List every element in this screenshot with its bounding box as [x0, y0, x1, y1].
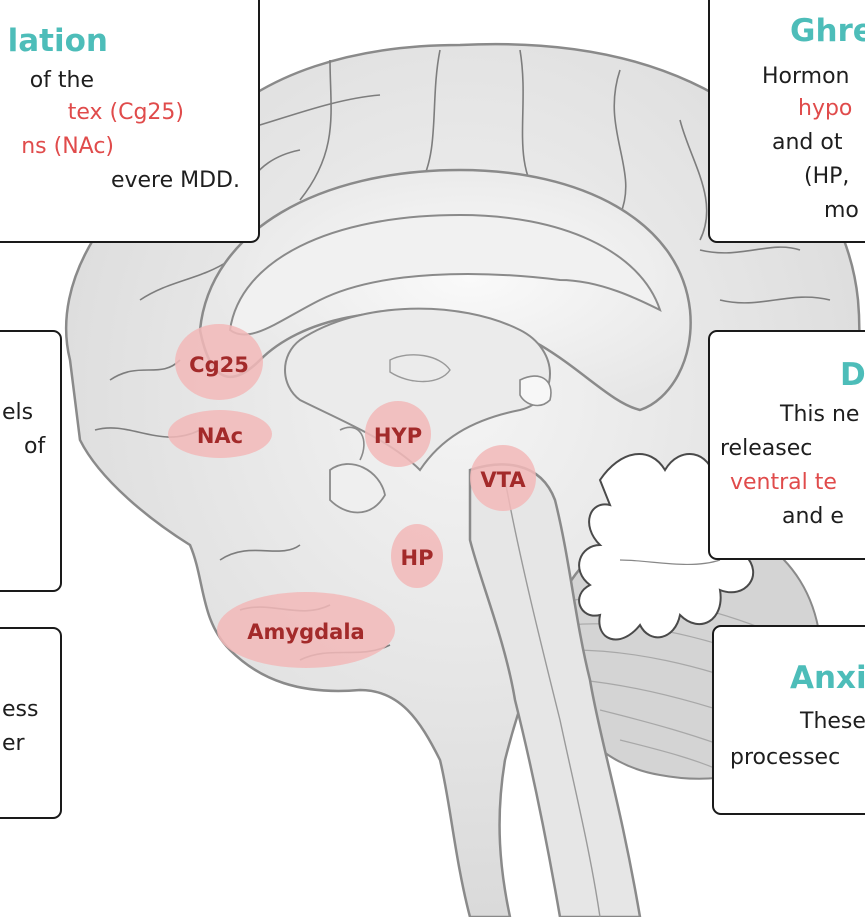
callout-top-right-line-5: mo	[824, 198, 859, 224]
callout-top-right-line-2: hypo	[798, 96, 852, 122]
region-vta: VTA	[470, 445, 536, 511]
callout-box-mid-right: D This ne releasec ventral te and e	[708, 330, 865, 560]
region-nac-label: NAc	[197, 424, 243, 448]
callout-mid-right-line-1: This ne	[780, 402, 859, 428]
region-amygdala-label: Amygdala	[247, 620, 364, 644]
callout-box-top-left: lation of the tex (Cg25) ns (NAc) evere …	[0, 0, 260, 243]
region-hp-label: HP	[401, 546, 434, 570]
callout-bottom-right-line-1: These	[800, 709, 865, 735]
region-hyp: HYP	[365, 401, 431, 467]
callout-top-right-title: Ghre	[790, 14, 865, 48]
region-cg25: Cg25	[175, 324, 263, 400]
callout-top-right-line-1: Hormon	[762, 64, 850, 90]
callout-top-right-line-3: and ot	[772, 130, 842, 156]
callout-mid-right-title: D	[840, 358, 865, 392]
callout-bottom-left-line-2: er	[2, 731, 25, 757]
callout-mid-left-line-1: els	[2, 400, 33, 426]
callout-mid-right-line-4: and e	[782, 504, 844, 530]
callout-mid-right-line-3: ventral te	[730, 470, 837, 496]
callout-top-left-line-4: evere MDD.	[111, 168, 240, 194]
region-amygdala: Amygdala	[217, 592, 395, 668]
region-hp: HP	[391, 524, 443, 588]
callout-bottom-left-line-1: ess	[2, 697, 38, 723]
callout-top-left-line-3: ns (NAc)	[21, 134, 114, 160]
callout-box-top-right: Ghre Hormon hypo and ot (HP, mo	[708, 0, 865, 243]
callout-top-right-line-4: (HP,	[804, 164, 849, 190]
callout-box-bottom-right: Anxi These processec	[712, 625, 865, 815]
callout-bottom-right-line-2: processec	[730, 745, 840, 771]
callout-mid-left-line-2: of	[24, 434, 45, 460]
callout-top-left-title: lation	[8, 24, 108, 58]
callout-mid-right-line-2: releasec	[720, 436, 812, 462]
region-nac: NAc	[168, 410, 272, 458]
callout-box-mid-left: els of	[0, 330, 62, 592]
region-cg25-label: Cg25	[189, 353, 249, 377]
callout-top-left-line-2: tex (Cg25)	[68, 100, 184, 126]
callout-top-left-line-1: of the	[30, 68, 94, 94]
region-vta-label: VTA	[480, 468, 526, 492]
callout-box-bottom-left: ess er	[0, 627, 62, 819]
callout-bottom-right-title: Anxi	[790, 661, 865, 695]
region-hyp-label: HYP	[374, 424, 422, 448]
